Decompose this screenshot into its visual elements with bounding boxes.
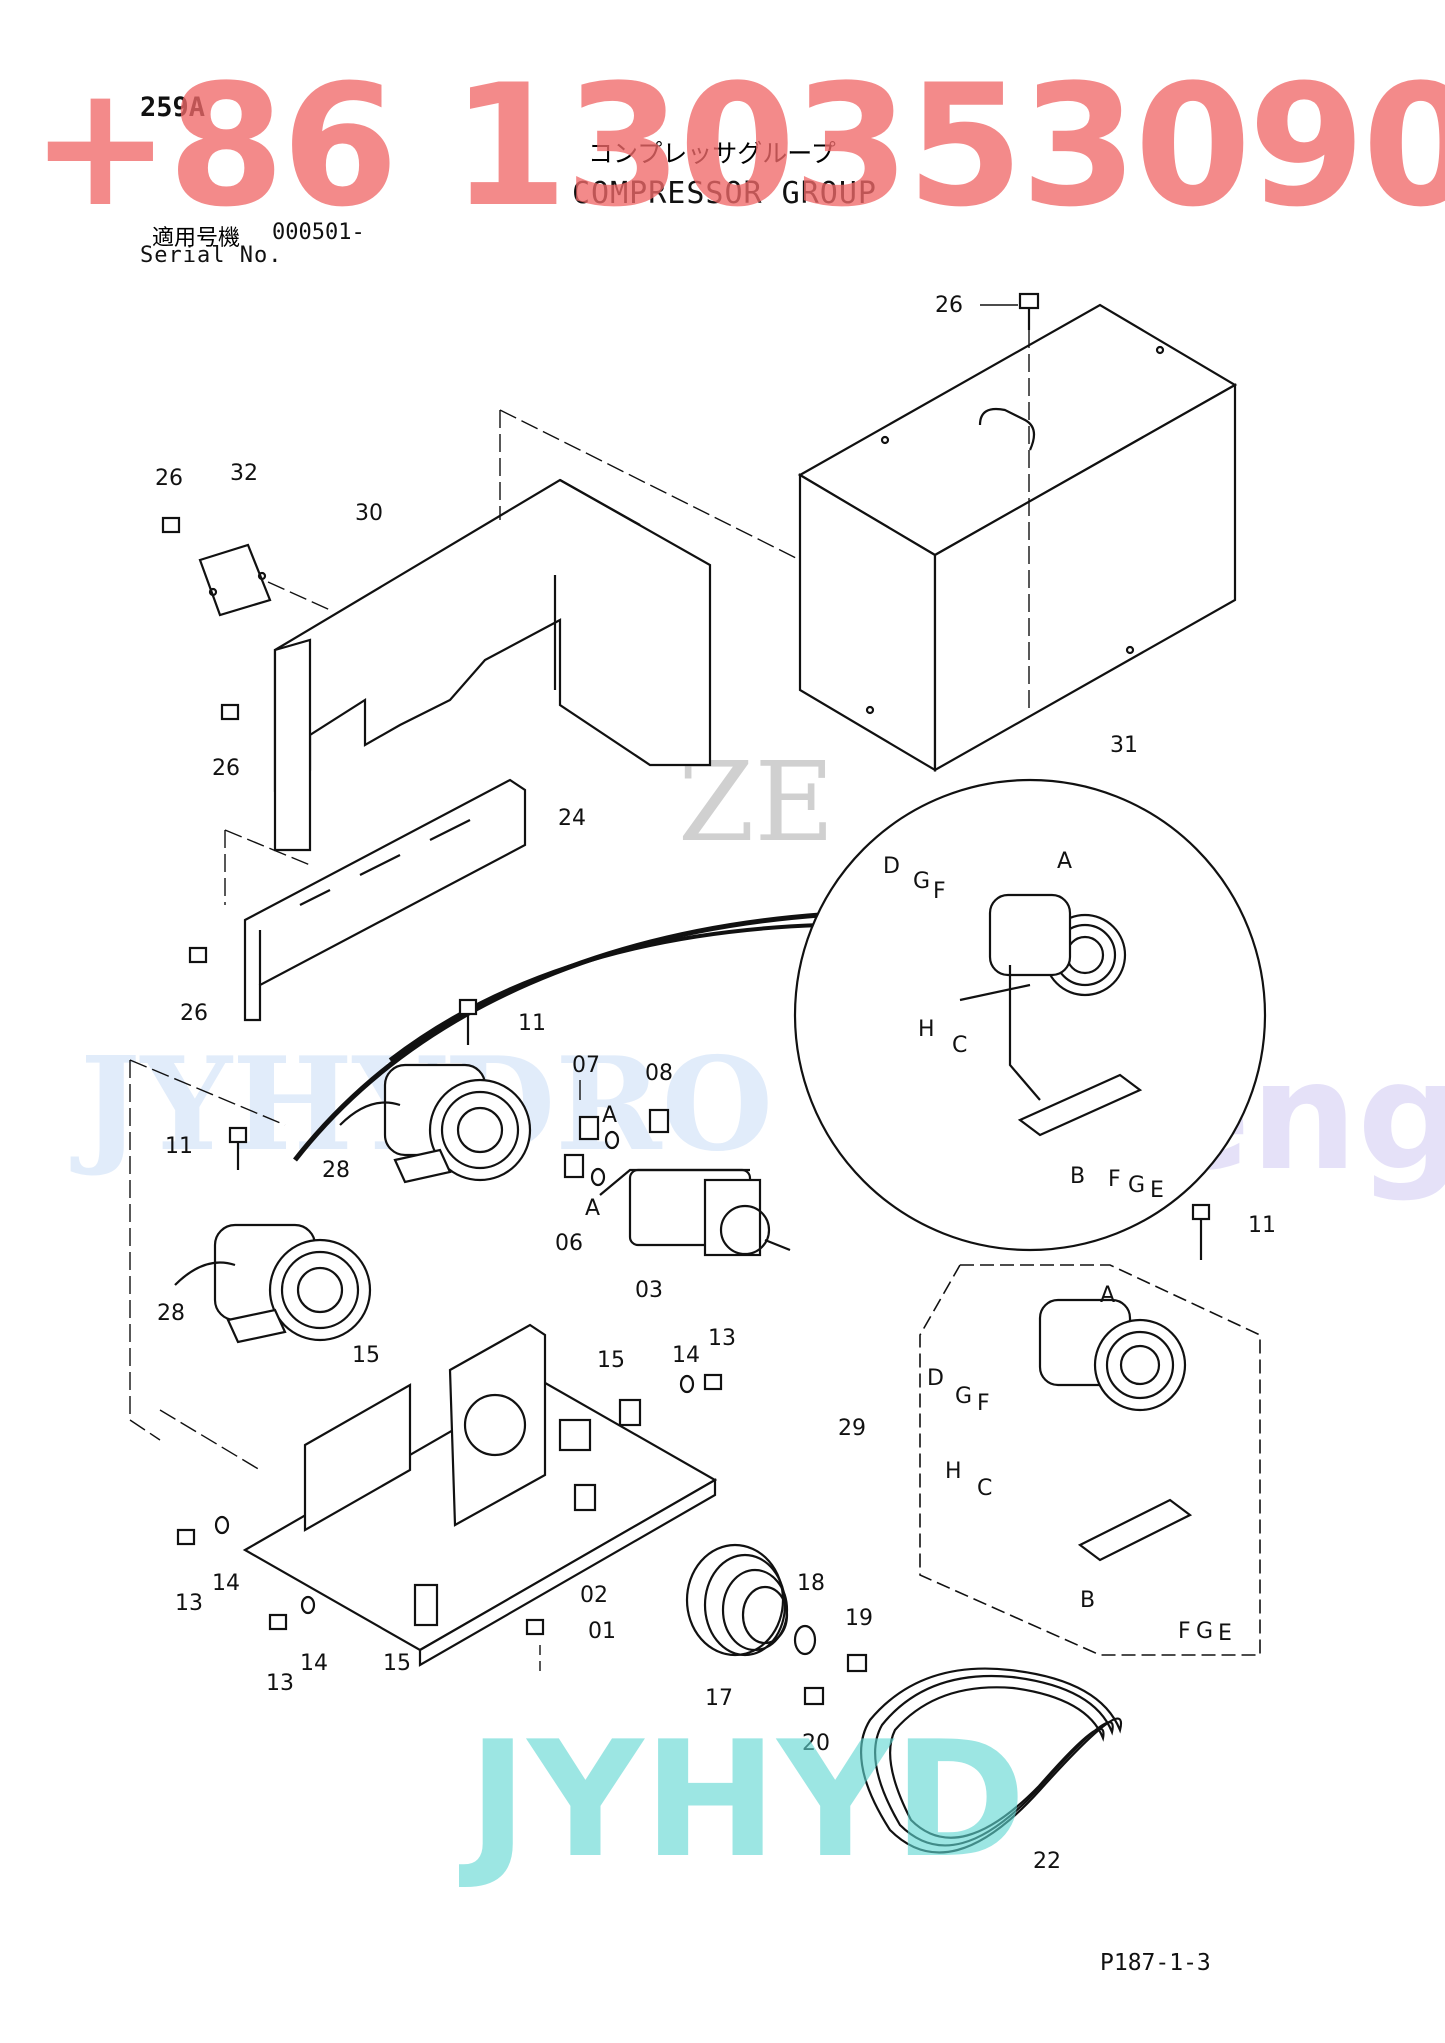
footer-page-code: P187-1-3: [1100, 1950, 1211, 1976]
detail-circle-compressor: [959, 893, 1143, 1137]
detail-box-b: B: [1080, 1588, 1095, 1613]
callout-15-a: 15: [352, 1343, 380, 1368]
compressor-29-detail: [1038, 1298, 1193, 1562]
callout-14-a: 14: [672, 1343, 700, 1368]
callout-26-a: 26: [155, 466, 183, 491]
v-belt-22: [860, 1667, 1123, 1854]
detail-box-g2: G: [1196, 1619, 1213, 1644]
callout-24: 24: [558, 806, 586, 831]
detail-circle-b: B: [1070, 1164, 1085, 1189]
serial-number-value: 000501-: [272, 220, 365, 245]
callout-a-fitting-1: A: [602, 1103, 617, 1128]
detail-box-c: C: [977, 1476, 992, 1501]
callout-30: 30: [355, 501, 383, 526]
callout-28-b: 28: [157, 1301, 185, 1326]
detail-circle-g: G: [913, 869, 930, 894]
detail-circle-g2: G: [1128, 1173, 1145, 1198]
bolt-26-top: [1018, 292, 1040, 330]
callout-19: 19: [845, 1606, 873, 1631]
detail-circle-e: E: [1150, 1178, 1164, 1203]
detail-box-a: A: [1100, 1283, 1115, 1308]
callout-31: 31: [1110, 733, 1138, 758]
callout-11-c: 11: [1248, 1213, 1276, 1238]
callout-a-fitting-2: A: [585, 1196, 600, 1221]
detail-box-g: G: [955, 1384, 972, 1409]
callout-08: 08: [645, 1061, 673, 1086]
callout-14-b: 14: [212, 1571, 240, 1596]
detail-box-d: D: [927, 1366, 944, 1391]
callout-02: 02: [580, 1583, 608, 1608]
callout-13-b: 13: [175, 1591, 203, 1616]
callout-03: 03: [635, 1278, 663, 1303]
compressor-28-upper: [339, 1063, 532, 1184]
detail-circle-c: C: [952, 1033, 967, 1058]
bracket-panel-30: [273, 478, 712, 852]
base-frame-02: [242, 1323, 718, 1667]
callout-07: 07: [572, 1053, 600, 1078]
title-english: COMPRESSOR GROUP: [572, 176, 877, 211]
cover-box-31: [797, 303, 1238, 772]
detail-circle: [793, 778, 1267, 1252]
callout-01: 01: [588, 1619, 616, 1644]
watermark-brand: JYHYD: [468, 1706, 1026, 1893]
callout-22: 22: [1033, 1849, 1061, 1874]
detail-box-h: H: [945, 1459, 962, 1484]
callout-15-b: 15: [597, 1348, 625, 1373]
detail-circle-h: H: [918, 1017, 935, 1042]
callout-14-c: 14: [300, 1651, 328, 1676]
callout-26-c: 26: [180, 1001, 208, 1026]
detail-circle-d: D: [883, 854, 900, 879]
callout-26-b: 26: [212, 756, 240, 781]
serial-label-japanese: 適用号機: [152, 226, 241, 251]
callout-11-a: 11: [518, 1011, 546, 1036]
callout-15-c: 15: [383, 1651, 411, 1676]
callout-13-c: 13: [266, 1671, 294, 1696]
callout-18: 18: [797, 1571, 825, 1596]
detail-circle-f2: F: [1108, 1167, 1121, 1192]
callout-17: 17: [705, 1686, 733, 1711]
title-japanese: コンプレッサグループ: [588, 139, 836, 168]
detail-box-f: F: [977, 1391, 990, 1416]
callout-13-a: 13: [708, 1326, 736, 1351]
callout-26-top: 26: [935, 293, 963, 318]
detail-circle-a: A: [1057, 849, 1072, 874]
detail-box-f2: F: [1178, 1619, 1191, 1644]
detail-box-e: E: [1218, 1621, 1232, 1646]
serial-label-english: Serial No.: [140, 243, 283, 268]
watermark-phone: +86 13035309093: [30, 48, 1445, 244]
motor-03: [599, 1168, 791, 1257]
callout-28-a: 28: [322, 1158, 350, 1183]
callout-20: 20: [802, 1731, 830, 1756]
callout-11-b: 11: [165, 1134, 193, 1159]
callout-29: 29: [838, 1416, 866, 1441]
detail-circle-f: F: [933, 879, 946, 904]
callout-06: 06: [555, 1231, 583, 1256]
page-code: 259A: [140, 92, 206, 123]
callout-32: 32: [230, 461, 258, 486]
cover-plate-32: [198, 543, 272, 617]
compressor-28-lower: [174, 1223, 372, 1344]
mounting-plate-24: [243, 778, 527, 1022]
pulley-17: [685, 1543, 789, 1657]
